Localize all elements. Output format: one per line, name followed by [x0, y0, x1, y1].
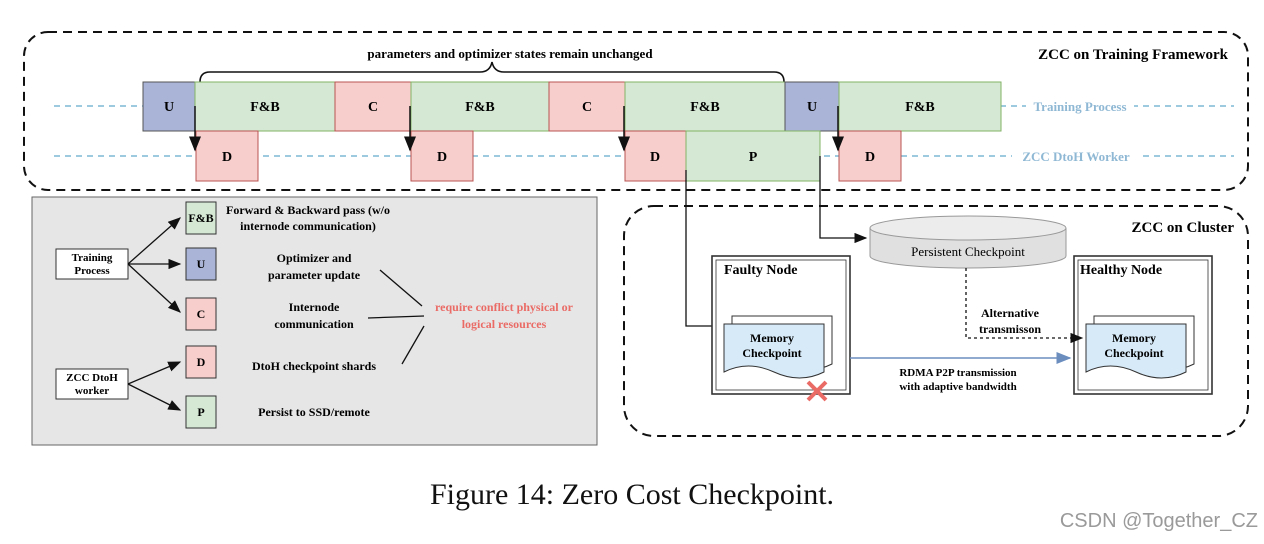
cluster-title: ZCC on Cluster	[1131, 220, 1234, 236]
legend-u-box	[185, 247, 217, 281]
block-u-2	[784, 81, 840, 132]
block-d-1-label: D	[222, 150, 232, 165]
block-fb-3	[624, 81, 786, 132]
block-d-2	[410, 130, 474, 182]
legend-box	[31, 196, 598, 446]
block-d-4	[838, 130, 902, 182]
legend-fb-desc-1: Forward & Backward pass (w/o	[226, 203, 390, 217]
legend-u-desc-1: Optimizer and	[277, 251, 352, 265]
block-c-1	[334, 81, 412, 132]
legend-fb-box-label: F&B	[188, 211, 213, 225]
legend-zcc-worker	[55, 368, 129, 400]
block-u-1	[142, 81, 196, 132]
block-d-4-label: D	[865, 150, 875, 165]
conflict-label-1: require conflict physical or	[435, 300, 574, 314]
legend-p-box-label: P	[197, 405, 204, 419]
legend-arrow-fb	[127, 217, 181, 265]
training-framework-box	[23, 31, 1249, 191]
alternative-label-1: Alternative	[981, 306, 1040, 320]
healthy-node-title: Healthy Node	[1080, 263, 1162, 278]
legend-arrow-d	[127, 361, 182, 385]
legend-d-desc: DtoH checkpoint shards	[252, 359, 376, 373]
block-c-1-label: C	[368, 100, 378, 115]
block-d-1	[195, 130, 259, 182]
legend-p-desc: Persist to SSD/remote	[258, 405, 370, 419]
legend-fb-desc-2: internode communication)	[240, 219, 376, 233]
healthy-memory-checkpoint	[1085, 323, 1187, 379]
legend-training-process-label-2: Process	[74, 265, 110, 277]
block-fb-4-label: F&B	[905, 100, 935, 115]
legend-fb-box	[185, 201, 217, 235]
rdma-label-1: RDMA P2P transmission	[899, 367, 1016, 379]
dtoh-lane-label: ZCC DtoH Worker	[1022, 149, 1130, 164]
legend-u-box-label: U	[197, 257, 206, 271]
cluster-box	[623, 205, 1249, 437]
faulty-memory-label-1: Memory	[750, 331, 794, 345]
persistent-checkpoint-label: Persistent Checkpoint	[911, 244, 1025, 259]
block-u-2-label: U	[807, 100, 817, 115]
healthy-memory-label-1: Memory	[1112, 331, 1156, 345]
rdma-label-2: with adaptive bandwidth	[899, 381, 1016, 393]
block-c-2-label: C	[582, 100, 592, 115]
brace	[199, 61, 785, 83]
block-fb-1-label: F&B	[250, 100, 280, 115]
legend-zcc-worker-label-2: worker	[75, 385, 109, 397]
block-d-3	[624, 130, 687, 182]
legend-p-box	[185, 395, 217, 429]
faulty-node-title: Faulty Node	[724, 263, 798, 278]
legend-d-box-label: D	[197, 355, 206, 369]
block-c-2	[548, 81, 626, 132]
block-fb-2	[410, 81, 550, 132]
block-d-3-label: D	[650, 150, 660, 165]
block-p-label: P	[749, 150, 758, 165]
legend-arrow-p	[127, 383, 182, 411]
legend-c-desc-1: Internode	[289, 300, 340, 314]
failure-x-icon	[806, 380, 828, 402]
legend-c-box	[185, 297, 217, 331]
conflict-line-c	[367, 315, 425, 319]
arrow-p-persistent	[819, 156, 868, 244]
brace-label: parameters and optimizer states remain u…	[367, 46, 653, 61]
legend-training-process-label-1: Training	[72, 252, 113, 264]
legend-c-box-label: C	[197, 307, 206, 321]
block-fb-4	[838, 81, 1002, 132]
block-d-2-label: D	[437, 150, 447, 165]
legend-u-desc-2: parameter update	[268, 268, 361, 282]
block-fb-2-label: F&B	[465, 100, 495, 115]
legend-d-box	[185, 345, 217, 379]
watermark: CSDN @Together_CZ	[1059, 510, 1258, 532]
framework-title: ZCC on Training Framework	[1038, 47, 1229, 63]
conflict-line-u	[379, 269, 423, 307]
alternative-label-2: transmisson	[979, 322, 1041, 336]
faulty-memory-checkpoint	[723, 323, 825, 379]
block-u-1-label: U	[164, 100, 174, 115]
healthy-memory-label-2: Checkpoint	[1104, 346, 1163, 360]
legend-zcc-worker-label-1: ZCC DtoH	[66, 372, 118, 384]
faulty-memory-label-2: Checkpoint	[742, 346, 801, 360]
legend-arrow-c	[127, 263, 181, 313]
legend-training-process	[55, 248, 129, 280]
block-fb-3-label: F&B	[690, 100, 720, 115]
training-lane-label: Training Process	[1033, 99, 1126, 114]
conflict-line-d	[401, 325, 425, 365]
conflict-label-2: logical resources	[462, 317, 547, 331]
figure-caption: Figure 14: Zero Cost Checkpoint.	[429, 478, 835, 511]
legend-c-desc-2: communication	[274, 317, 354, 331]
